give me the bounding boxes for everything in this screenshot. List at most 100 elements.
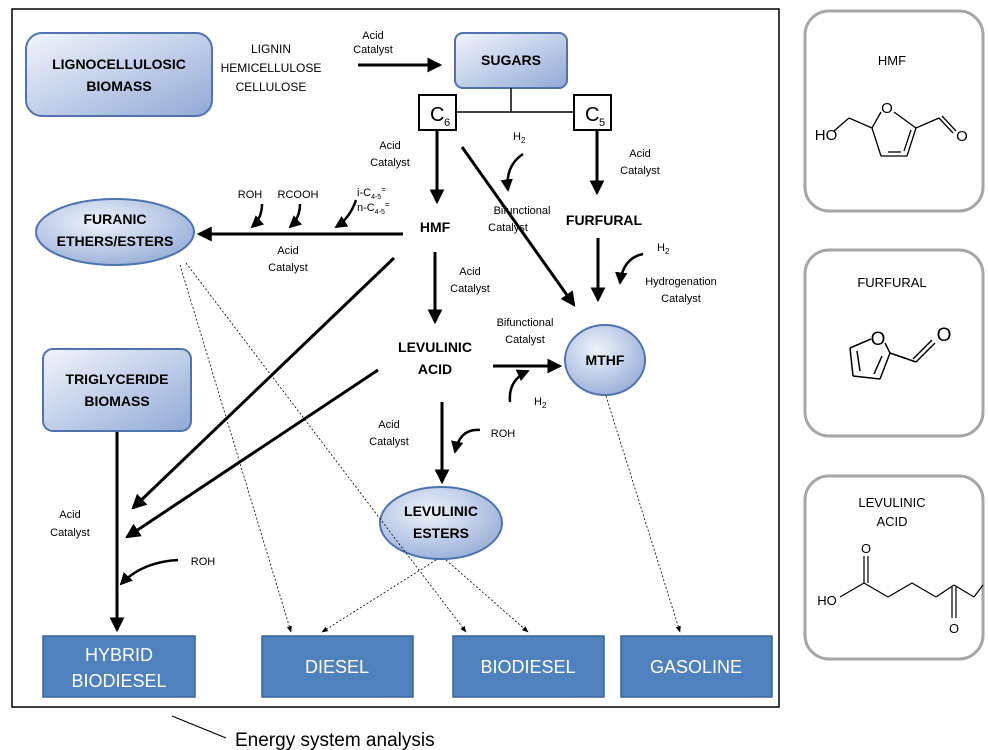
furanic-label-1: FURANIC: [84, 211, 147, 227]
catalyst-label-hydrogenation: Catalyst: [661, 293, 701, 305]
curved-arrow-butenes-hmf: [334, 199, 358, 229]
levulinic-structure-title-1: LEVULINIC: [858, 495, 925, 510]
curved-arrow-h2-levulinic: [508, 369, 530, 403]
levulinic-structure-title-2: ACID: [876, 514, 907, 529]
hmf-molecule: [833, 111, 957, 157]
component-lignin: LIGNIN: [251, 42, 291, 56]
sugars-label: SUGARS: [481, 52, 541, 68]
catalyst-label-levulinic: Catalyst: [450, 283, 490, 295]
catalyst-label-esters: Catalyst: [369, 436, 409, 448]
furfural-structure-panel: FURFURAL O O: [803, 248, 985, 438]
furanic-label-2: ETHERS/ESTERS: [57, 233, 174, 249]
roh-label-hmf: ROH: [238, 189, 263, 201]
catalyst-label-triglyceride: Catalyst: [50, 527, 90, 539]
hmf-structure-title: HMF: [878, 53, 906, 68]
dashed-furanic-to-biodiesel: [185, 262, 467, 633]
acid-label-hmf: Acid: [277, 245, 298, 257]
arrow-levulinic-to-hybrid: [125, 368, 379, 539]
catalyst-label-bifunctional-c6: Catalyst: [488, 222, 528, 234]
c5-label: C: [585, 104, 599, 126]
component-hemicellulose: HEMICELLULOSE: [221, 61, 322, 75]
curved-arrow-roh-levulinic: [451, 428, 481, 454]
product-gasoline: GASOLINE: [620, 635, 773, 698]
furfural-aldehyde-oxygen: O: [937, 325, 952, 346]
curved-arrow-rcooh-hmf: [288, 203, 303, 229]
catalyst-label-bifunctional-levulinic: Catalyst: [505, 334, 545, 346]
bifunctional-label-levulinic: Bifunctional: [497, 317, 554, 329]
h2-label-furfural: H2: [657, 242, 670, 256]
levulinic-acid-molecule: [839, 556, 984, 618]
catalyst-label-c5: Catalyst: [620, 165, 660, 177]
dashed-mthf-to-gasoline: [605, 395, 681, 633]
rcooh-label-hmf: RCOOH: [278, 189, 319, 201]
solid-arrows: [109, 57, 606, 633]
product-biodiesel: BIODIESEL: [452, 635, 605, 698]
hmf-hydroxyl: HO: [815, 127, 838, 144]
furfural-molecule: [849, 338, 936, 380]
furfural-ring-oxygen: O: [871, 329, 886, 350]
levulinic-esters-label-2: ESTERS: [413, 525, 469, 541]
caption-energy-system-analysis: Energy system analysis: [235, 730, 435, 750]
sugars-node: SUGARS: [454, 32, 568, 89]
arrow-c6-to-mthf: [460, 146, 576, 307]
curved-arrow-h2-c6: [500, 152, 524, 192]
dashed-arrows: [179, 262, 681, 633]
levulinic-acid-node: LEVULINIC ACID: [398, 339, 472, 377]
hmf-ring-oxygen: O: [881, 100, 893, 117]
curved-arrow-roh-hmf: [250, 203, 265, 229]
levulinic-acid-label-1: LEVULINIC: [398, 339, 472, 355]
acid-label-c6: Acid: [379, 140, 400, 152]
acid-label-levulinic: Acid: [459, 266, 480, 278]
catalyst-label-hmf: Catalyst: [268, 262, 308, 274]
acid-label-esters: Acid: [378, 419, 399, 431]
hmf-node-label: HMF: [420, 219, 451, 235]
biodiesel-label: BIODIESEL: [480, 657, 575, 677]
hybrid-biodiesel-label-2: BIODIESEL: [71, 671, 166, 691]
levulinic-carboxyl-oxygen: O: [861, 541, 871, 556]
triglyceride-biomass-node: TRIGLYCERIDE BIOMASS: [42, 348, 192, 432]
levulinic-acid-label-2: ACID: [418, 361, 452, 377]
furanic-ethers-esters-node: FURANIC ETHERS/ESTERS: [35, 198, 195, 266]
levulinic-esters-node: LEVULINIC ESTERS: [379, 486, 503, 560]
reagent-arrows: [119, 152, 644, 586]
dashed-esters-to-diesel: [321, 559, 437, 633]
catalyst-labels: Acid Catalyst Acid Catalyst H2 Acid Cata…: [50, 30, 717, 568]
c6-label: C: [430, 104, 444, 126]
levulinic-ketone-oxygen: O: [949, 621, 959, 636]
caption-leader-line: [171, 715, 227, 739]
triglyceride-label-2: BIOMASS: [84, 393, 149, 409]
curved-arrow-roh-triglyceride: [119, 558, 179, 586]
i-butene-label: i-C4-5=: [357, 185, 386, 201]
triglyceride-label-1: TRIGLYCERIDE: [66, 371, 169, 387]
h2-label-levulinic: H2: [534, 396, 547, 410]
hybrid-biodiesel-label-1: HYBRID: [85, 645, 153, 665]
bifunctional-label-c6: Bifunctional: [494, 205, 551, 217]
c6-subscript: 6: [444, 117, 450, 129]
main-frame: [11, 8, 780, 708]
mthf-label: MTHF: [586, 352, 625, 368]
lignocellulosic-biomass-label-1: LIGNOCELLULOSIC: [52, 56, 186, 72]
lignocellulosic-biomass-node: LIGNOCELLULOSIC BIOMASS: [25, 32, 213, 117]
hmf-aldehyde-oxygen: O: [956, 128, 968, 145]
hydrogenation-label: Hydrogenation: [645, 276, 717, 288]
product-hybrid-biodiesel: HYBRID BIODIESEL: [42, 635, 196, 698]
roh-label-levulinic: ROH: [491, 428, 516, 440]
catalyst-label-top: Catalyst: [353, 44, 393, 56]
lignocellulosic-biomass-label-2: BIOMASS: [86, 78, 151, 94]
arrow-hmf-to-hybrid: [131, 256, 396, 510]
hmf-structure-panel: HMF O O HO: [803, 9, 985, 213]
component-cellulose: CELLULOSE: [236, 80, 307, 94]
furfural-node-label: FURFURAL: [566, 212, 643, 228]
curved-arrow-h2-furfural: [615, 252, 644, 285]
n-butene-label: n-C4-5=: [357, 200, 390, 216]
levulinic-acid-structure-panel: LEVULINIC ACID O HO O: [803, 474, 985, 661]
roh-label-triglyceride: ROH: [191, 556, 216, 568]
furfural-structure-title: FURFURAL: [857, 275, 926, 290]
c5-subscript: 5: [599, 117, 605, 129]
c5-node: C 5: [573, 94, 612, 131]
diesel-label: DIESEL: [305, 657, 369, 677]
gasoline-label: GASOLINE: [650, 657, 742, 677]
h2-label-c6: H2: [513, 131, 526, 145]
c6-node: C 6: [418, 94, 457, 131]
